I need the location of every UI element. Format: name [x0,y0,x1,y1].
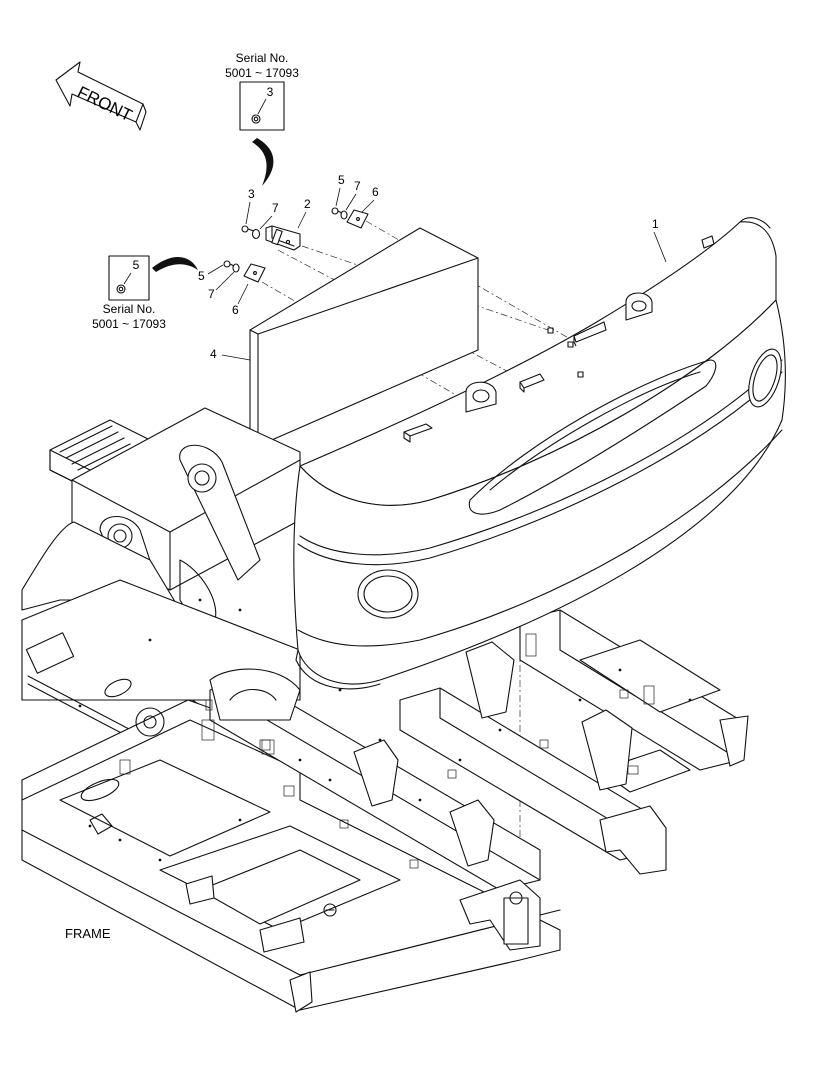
hardware-group-upper [241,207,369,251]
serial-inset-left: 5 Serial No. 5001 ~ 17093 [92,255,198,331]
callout-3: 3 [248,187,255,201]
inset-box-top [239,81,285,131]
bolt-icon [251,114,261,124]
callout-6b: 6 [232,303,239,317]
callout-5a: 5 [338,173,345,187]
inset-box-left [108,255,150,301]
inset-part-left: 5 [133,258,140,272]
serial-title-top: Serial No. [236,51,289,65]
inset-pointer-left [152,256,198,272]
serial-range-left: 5001 ~ 17093 [92,317,166,331]
serial-inset-top: Serial No. 5001 ~ 17093 3 [225,51,299,186]
serial-title-left: Serial No. [103,302,156,316]
callout-7b: 7 [354,179,361,193]
callout-2: 2 [304,197,311,211]
serial-range-top: 5001 ~ 17093 [225,66,299,80]
main-frame [21,598,749,1013]
frame-label: FRAME [65,926,111,941]
hardware-group-lower [223,260,266,283]
callout-5b: 5 [198,269,205,283]
callout-4: 4 [210,347,217,361]
callout-7a: 7 [272,201,279,215]
callouts: 1 2 3 7 5 7 6 5 7 6 4 [198,173,667,361]
bolt-icon [116,284,126,294]
front-arrow-icon: FRONT [55,61,147,131]
inset-pointer-top [252,138,274,186]
inset-part-top: 3 [267,85,274,99]
counterweight-part-1 [293,217,786,690]
callout-6a: 6 [372,185,379,199]
callout-7c: 7 [208,287,215,301]
callout-1: 1 [652,217,659,231]
